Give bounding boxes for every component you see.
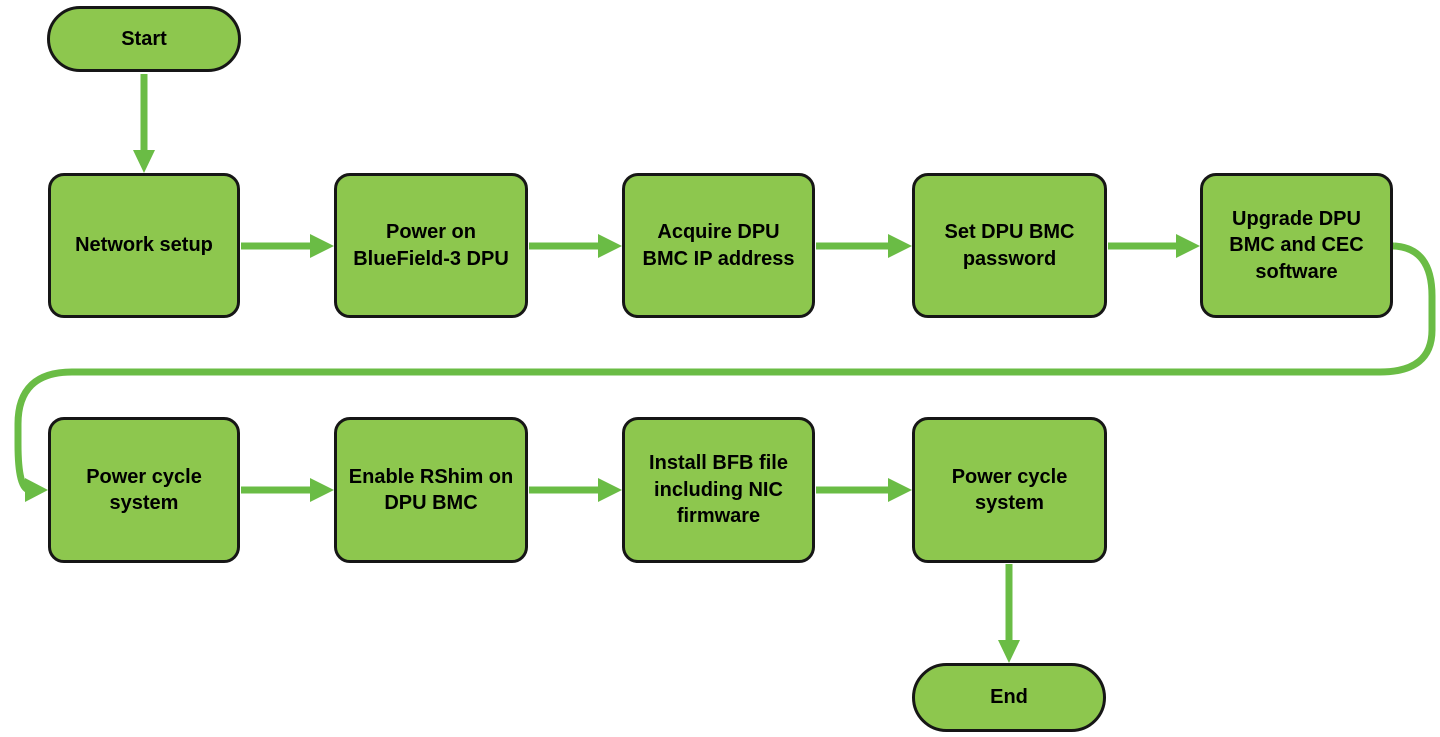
arrowhead-right-6 [598, 478, 622, 502]
node-network-setup: Network setup [48, 173, 240, 318]
arrowhead-right-7 [888, 478, 912, 502]
node-start: Start [47, 6, 241, 72]
node-set-dpu-bmc-password-label: Set DPU BMC password [944, 221, 1075, 270]
node-network-setup-label: Network setup [75, 234, 213, 257]
arrowhead-right-2 [598, 234, 622, 258]
node-set-dpu-bmc-password: Set DPU BMC password [912, 173, 1107, 318]
node-install-bfb-nic-firmware-label: Install BFB file including NIC firmware [649, 452, 788, 528]
arrowhead-down-1 [133, 150, 155, 173]
node-power-cycle-system-1-label: Power cycle system [86, 465, 202, 514]
arrowhead-right-5 [310, 478, 334, 502]
node-acquire-dpu-bmc-ip: Acquire DPU BMC IP address [622, 173, 815, 318]
node-power-cycle-system-2-label: Power cycle system [951, 465, 1068, 514]
node-power-cycle-system-2: Power cycle system [912, 417, 1107, 563]
node-power-on-bluefield3-dpu: Power on BlueField-3 DPU [334, 173, 528, 318]
node-install-bfb-nic-firmware: Install BFB file including NIC firmware [622, 417, 815, 563]
node-end-label: End [990, 686, 1028, 709]
node-enable-rshim-dpu-bmc-label: Enable RShim on DPU BMC [348, 465, 514, 514]
node-power-on-bluefield3-dpu-label: Power on BlueField-3 DPU [353, 221, 509, 270]
node-upgrade-dpu-bmc-cec-software: Upgrade DPU BMC and CEC software [1200, 173, 1393, 318]
node-power-cycle-system-1: Power cycle system [48, 417, 240, 563]
arrowhead-right-4 [1176, 234, 1200, 258]
node-start-label: Start [121, 27, 167, 50]
arrowhead-right-1 [310, 234, 334, 258]
node-end: End [912, 663, 1106, 732]
arrowhead-wrap [25, 478, 48, 502]
arrowhead-down-2 [998, 640, 1020, 663]
node-acquire-dpu-bmc-ip-label: Acquire DPU BMC IP address [642, 221, 795, 270]
node-enable-rshim-dpu-bmc: Enable RShim on DPU BMC [334, 417, 528, 563]
arrowhead-right-3 [888, 234, 912, 258]
node-upgrade-dpu-bmc-cec-software-label: Upgrade DPU BMC and CEC software [1229, 207, 1364, 283]
